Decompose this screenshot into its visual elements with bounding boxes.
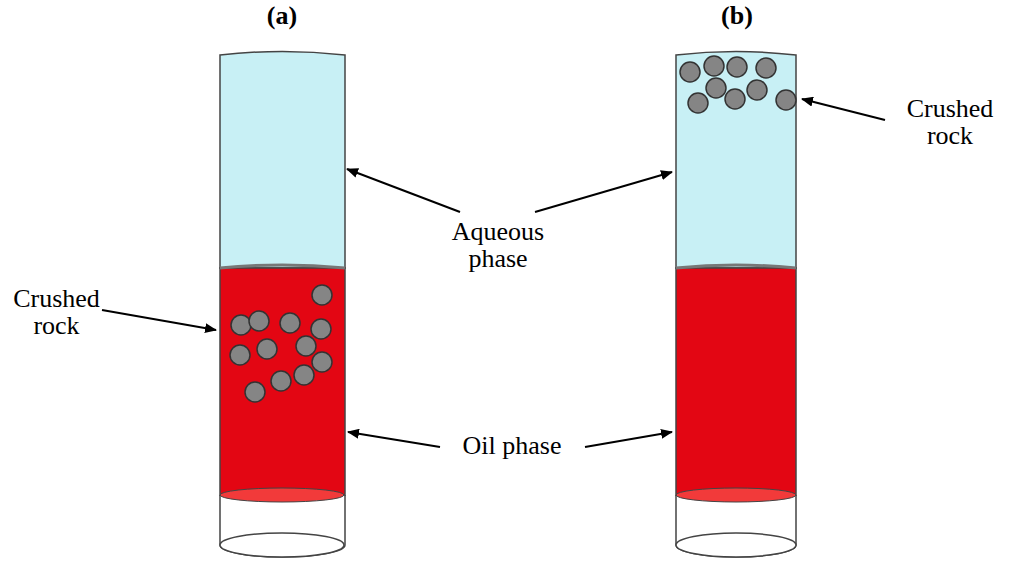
leader-arrows [102, 99, 885, 447]
panel-label: (b) [697, 2, 777, 29]
panel-label: (a) [242, 2, 322, 29]
tube-a [220, 52, 345, 558]
part-label: Crushed rock [890, 95, 1010, 150]
crushed-rock-b [680, 56, 796, 113]
part-label: Crushed rock [4, 285, 109, 340]
part-label: Aqueous phase [428, 218, 568, 273]
tube-b [676, 52, 796, 558]
part-label: Oil phase [442, 432, 582, 459]
crushed-rock-a [230, 285, 332, 402]
